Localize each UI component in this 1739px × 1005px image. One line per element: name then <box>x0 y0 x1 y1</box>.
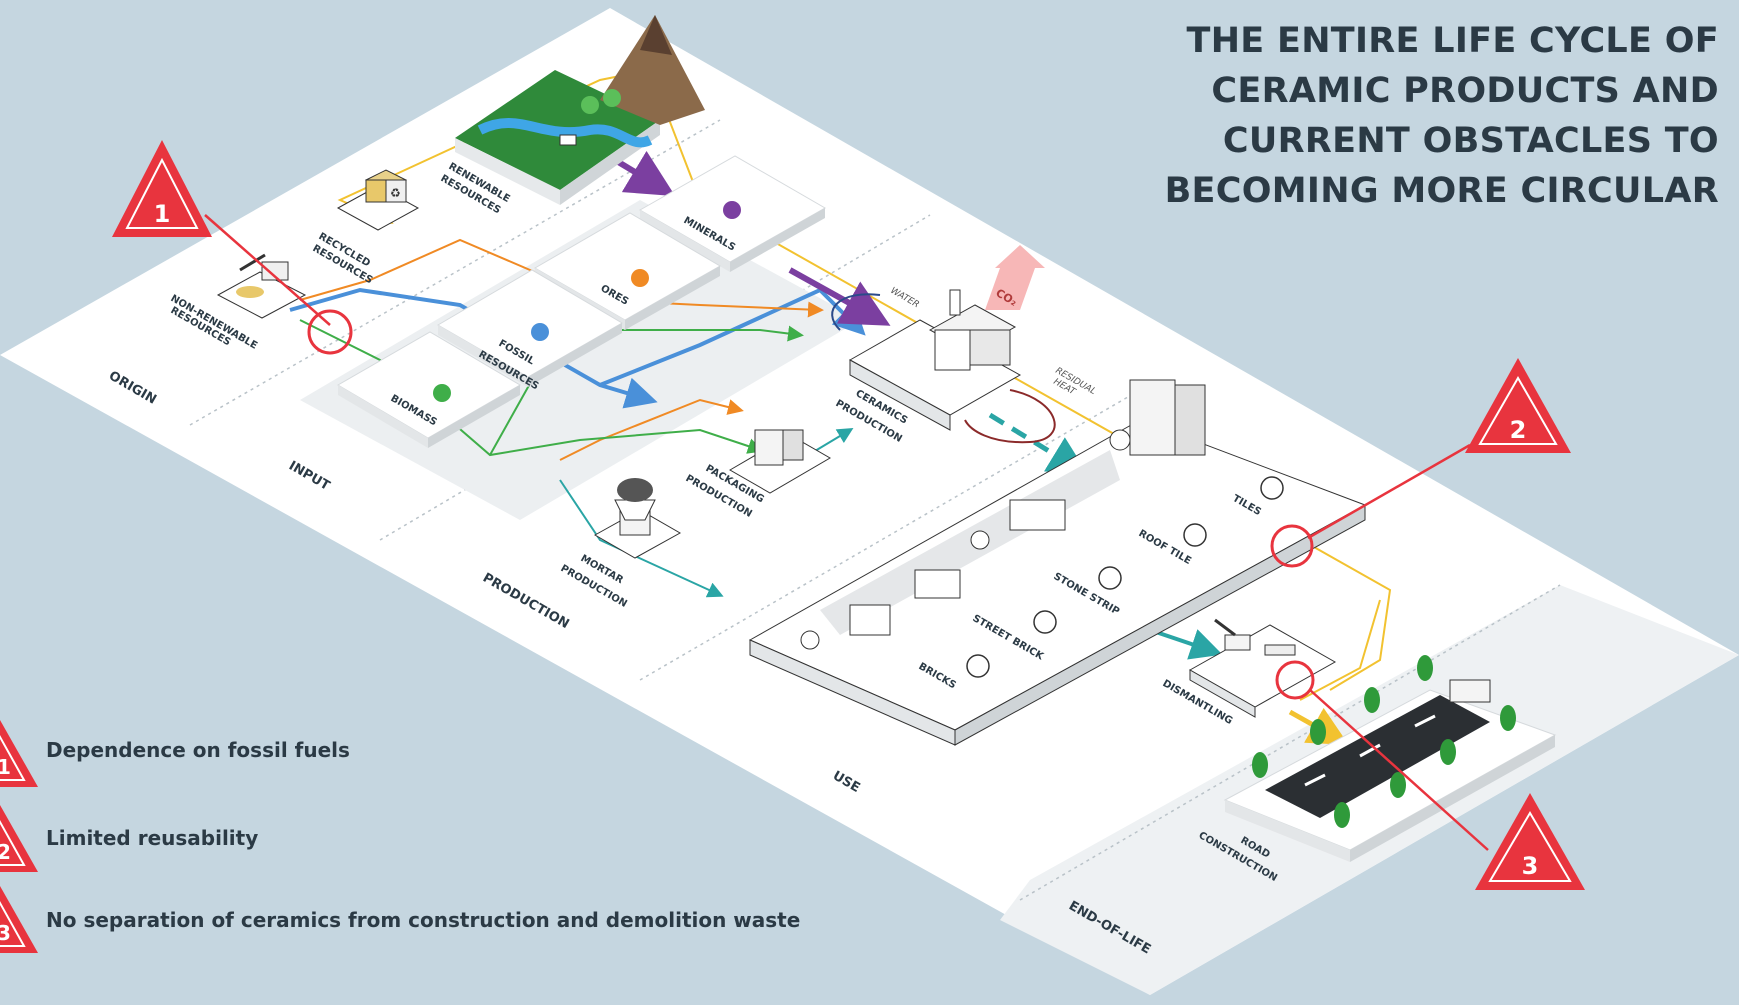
road-trees <box>1252 655 1516 828</box>
marker-3-number: 3 <box>1522 852 1539 880</box>
packaging-building <box>729 429 831 494</box>
title-line-1: THE ENTIRE LIFE CYCLE OF <box>1186 21 1719 61</box>
page-title: THE ENTIRE LIFE CYCLE OF CERAMIC PRODUCT… <box>959 16 1719 216</box>
minerals-platform <box>638 155 827 272</box>
recycled-resources-box <box>336 169 420 231</box>
marker-2-number: 2 <box>1510 416 1527 444</box>
title-line-3: CURRENT OBSTACLES TO <box>1222 121 1719 161</box>
tiles-icon <box>1260 476 1284 500</box>
roof-tile-icon <box>1183 523 1207 547</box>
title-line-4: BECOMING MORE CIRCULAR <box>1164 171 1719 211</box>
legend-markers <box>0 720 38 953</box>
marker-1-number: 1 <box>154 200 171 228</box>
obstacle-marker-1 <box>112 140 353 355</box>
road-construction-site <box>1223 679 1557 862</box>
legend-item-2: Limited reusability <box>46 826 259 850</box>
mortar-silo <box>593 478 682 559</box>
dismantling-site <box>1188 618 1337 718</box>
fossil-platform <box>437 269 623 387</box>
stone-strip-icon <box>1098 566 1122 590</box>
product-icons <box>966 476 1284 678</box>
renewable-resources-illustration <box>455 15 705 205</box>
recycle-icon: ♻ <box>390 186 401 200</box>
obstacle-marker-2 <box>1270 358 1571 568</box>
legend-item-1: Dependence on fossil fuels <box>46 738 350 762</box>
biomass-platform <box>337 331 521 448</box>
legend-marker-1-number: 1 <box>0 755 11 779</box>
title-line-2: CERAMIC PRODUCTS AND <box>1211 71 1719 111</box>
non-renewable-excavator <box>216 253 307 319</box>
obstacle-marker-3 <box>1275 660 1585 890</box>
legend-marker-3-number: 3 <box>0 921 11 945</box>
use-platform <box>748 379 1367 746</box>
bricks-icon <box>966 654 990 678</box>
ceramics-factory <box>831 245 1056 444</box>
street-brick-icon <box>1033 610 1057 634</box>
legend-item-3: No separation of ceramics from construct… <box>46 908 801 932</box>
legend-marker-2-number: 2 <box>0 840 11 864</box>
